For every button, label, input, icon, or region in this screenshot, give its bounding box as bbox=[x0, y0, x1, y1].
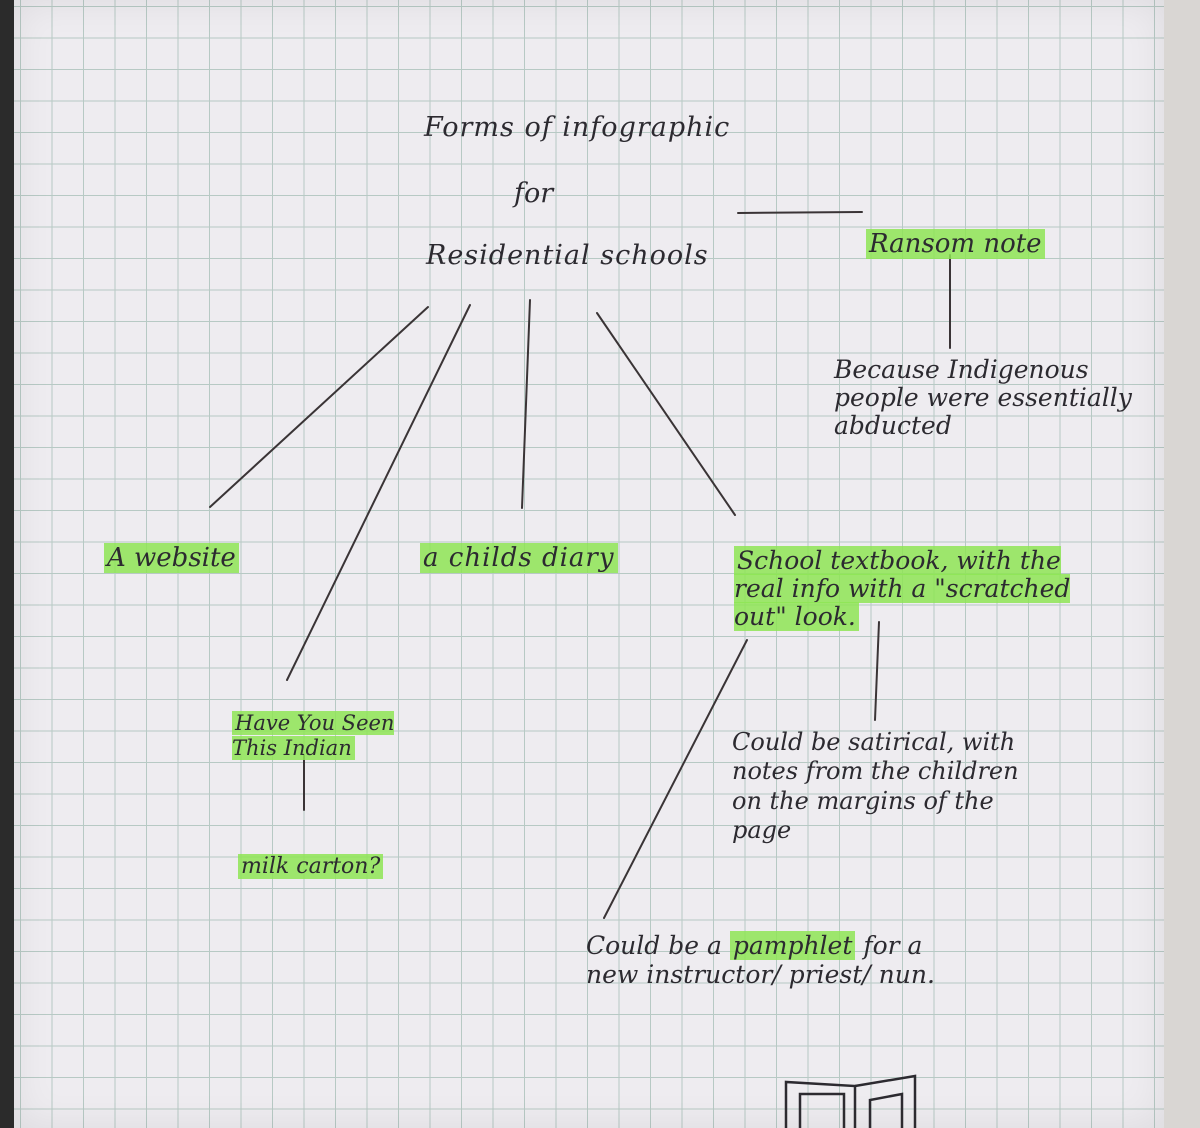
pamphlet-prefix: Could be a bbox=[586, 931, 730, 960]
node-ransom-reason: Because Indigenous people were essential… bbox=[834, 355, 1132, 440]
title-line-2: for bbox=[514, 178, 554, 209]
title-line-1: Forms of infographic bbox=[424, 112, 731, 143]
ransom-note-label: Ransom note bbox=[866, 228, 1045, 259]
node-website: A website bbox=[104, 512, 239, 573]
childs-diary-label: a childs diary bbox=[420, 542, 618, 573]
node-textbook: School textbook, with the real info with… bbox=[734, 519, 1071, 631]
have-you-seen-label: Have You Seen This Indian bbox=[232, 711, 395, 761]
website-label: A website bbox=[104, 542, 239, 573]
node-satirical: Could be satirical, with notes from the … bbox=[732, 728, 1019, 844]
desk-edge bbox=[1164, 0, 1200, 1128]
node-childs-diary: a childs diary bbox=[420, 512, 618, 573]
node-pamphlet: Could be a pamphlet for a new instructor… bbox=[586, 931, 935, 990]
node-milk-carton: milk carton? bbox=[238, 828, 384, 880]
pamphlet-suffix: for a new instructor/ priest/ nun. bbox=[586, 931, 935, 989]
milk-carton-label: milk carton? bbox=[238, 853, 384, 879]
node-ransom-note: Ransom note bbox=[866, 198, 1045, 259]
textbook-label: School textbook, with the real info with… bbox=[734, 546, 1071, 631]
node-have-you-seen: Have You Seen This Indian bbox=[232, 686, 395, 762]
pamphlet-highlight: pamphlet bbox=[729, 931, 856, 960]
title-line-3: Residential schools bbox=[426, 240, 709, 271]
